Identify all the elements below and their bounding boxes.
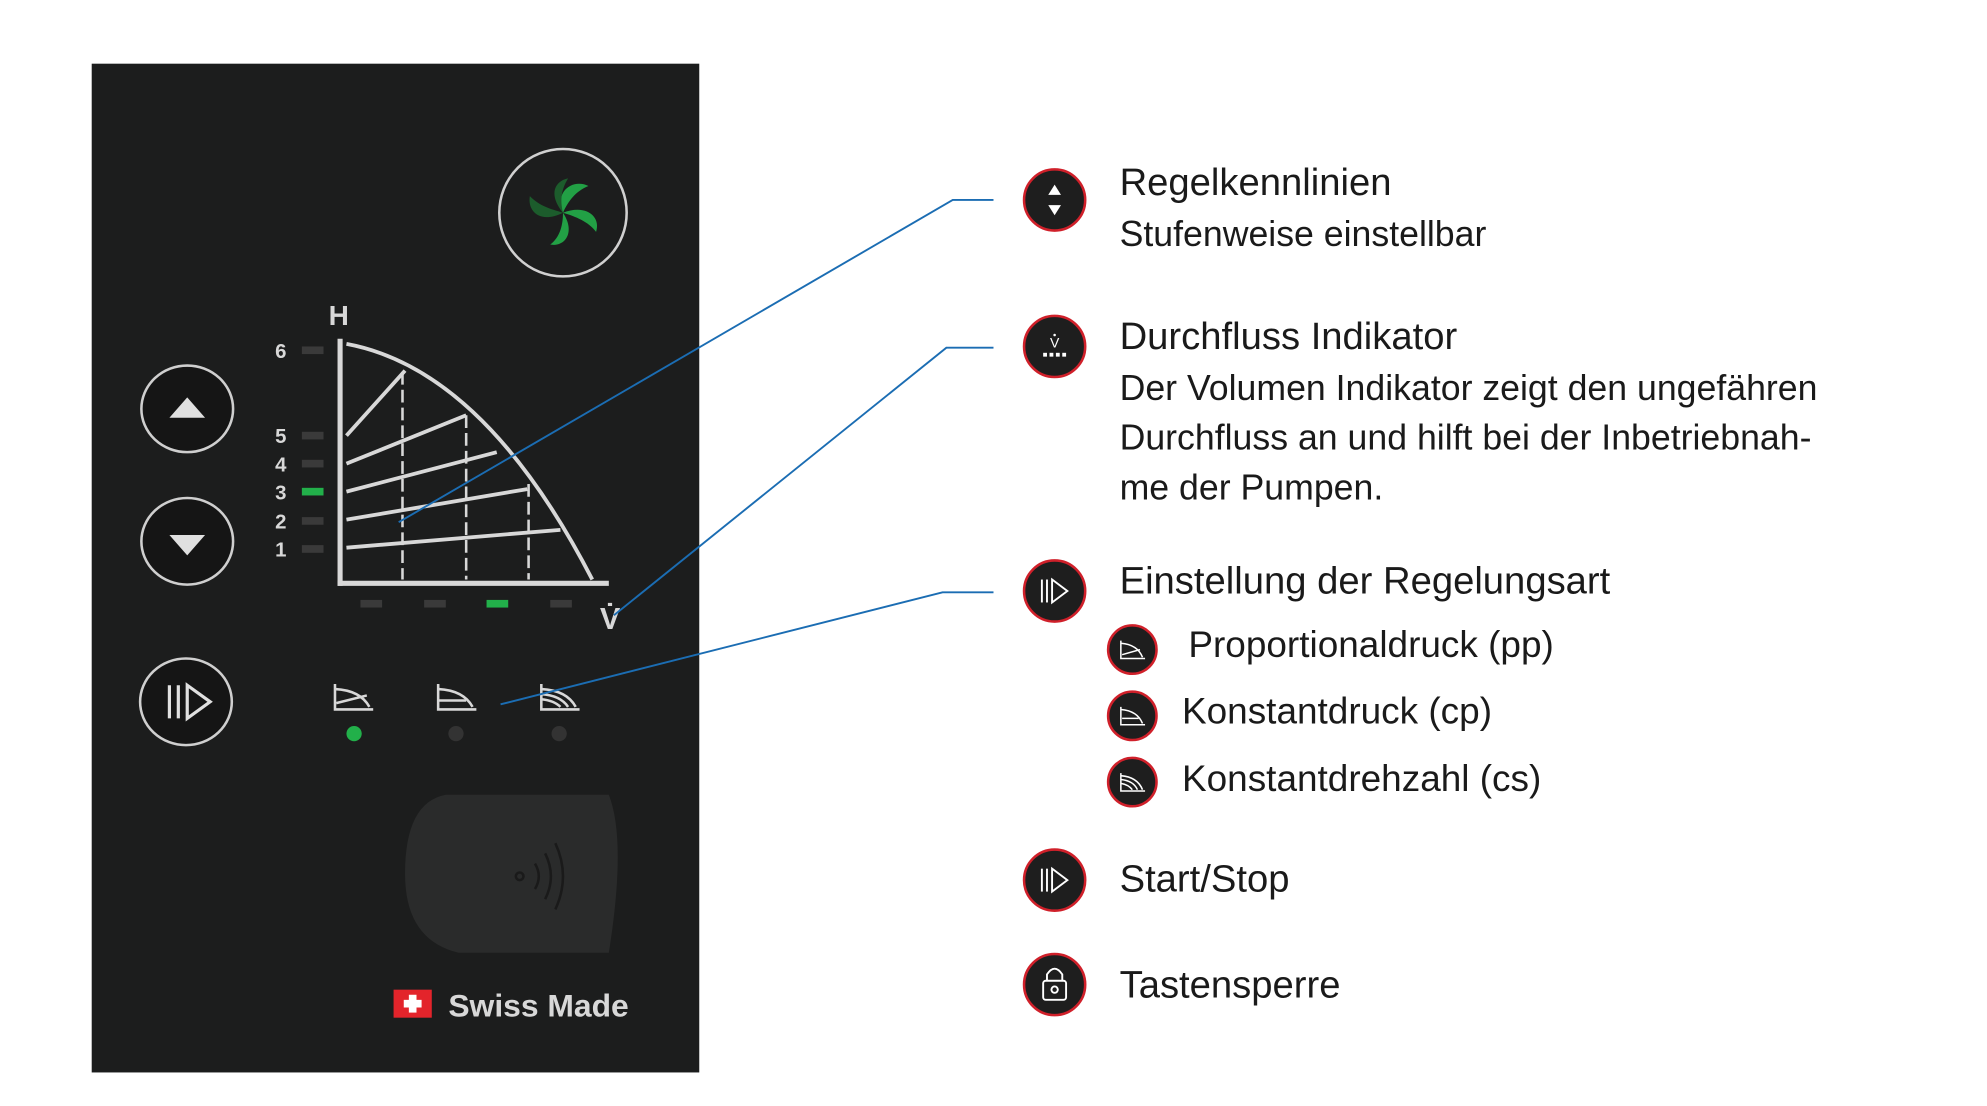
pump-curve-chart: H 6 5 4 3 2 1 V̇ xyxy=(275,300,621,636)
legend-icon-cp xyxy=(1106,690,1158,742)
level-label: 3 xyxy=(275,482,286,504)
legend-icon-mode xyxy=(1022,559,1087,623)
legend-icon-cs xyxy=(1106,756,1158,808)
play-pause-icon xyxy=(167,682,213,722)
legend-icon-flow: V xyxy=(1022,314,1087,379)
durchfluss-title: Durchfluss Indikator xyxy=(1119,315,1458,358)
constant-pressure-icon xyxy=(436,683,477,711)
level-led xyxy=(301,346,324,355)
legend-icon-pp xyxy=(1106,624,1158,676)
proportional-pressure-icon xyxy=(333,683,374,711)
callout-lines xyxy=(398,199,994,706)
flow-led xyxy=(486,599,509,608)
durchfluss-desc-line-1: Der Volumen Indikator zeigt den ungefähr… xyxy=(1119,368,1818,408)
swiss-flag-icon xyxy=(393,989,432,1018)
option-pp: Proportionaldruck (pp) xyxy=(1188,625,1554,667)
level-led xyxy=(301,487,324,496)
level-label: 2 xyxy=(275,512,286,534)
level-led xyxy=(301,431,324,440)
axis-v-label: V̇ xyxy=(600,601,621,636)
flow-led xyxy=(360,599,383,608)
level-label: 4 xyxy=(275,454,287,476)
mode-led-pp xyxy=(346,726,362,742)
startstop-title: Start/Stop xyxy=(1119,858,1290,901)
level-led xyxy=(301,459,324,468)
up-button[interactable] xyxy=(140,364,235,454)
level-label: 5 xyxy=(275,426,286,448)
level-led xyxy=(301,545,324,553)
arrow-down-icon xyxy=(169,534,206,556)
regelungsart-title: Einstellung der Regelungsart xyxy=(1119,560,1611,603)
legend-icon-lock xyxy=(1022,952,1087,1017)
option-cp: Konstantdruck (cp) xyxy=(1181,691,1493,733)
constant-speed-icon xyxy=(540,683,580,711)
mode-led-cs xyxy=(551,726,567,742)
durchfluss-desc-line-2: Durchfluss an und hilft bei der Inbetrie… xyxy=(1119,417,1812,458)
mode-button[interactable] xyxy=(138,657,234,747)
level-label: 6 xyxy=(275,341,286,363)
option-cs: Konstantdrehzahl (cs) xyxy=(1181,759,1542,800)
legend-icon-updown xyxy=(1022,168,1087,232)
down-button[interactable] xyxy=(140,496,235,586)
flow-led xyxy=(550,599,572,608)
flow-led xyxy=(424,599,446,608)
level-label: 1 xyxy=(275,540,286,562)
legend-icon-startstop xyxy=(1022,848,1087,912)
key-fob-lock[interactable] xyxy=(405,794,618,953)
mode-led-cp xyxy=(448,726,464,742)
level-led xyxy=(301,517,324,525)
nfc-icon xyxy=(514,842,565,910)
regelkennlinien-title: Regelkennlinien xyxy=(1119,161,1392,204)
axis-h-label: H xyxy=(329,300,349,331)
durchfluss-desc-line-3: me der Pumpen. xyxy=(1119,467,1384,507)
regelkennlinien-desc: Stufenweise einstellbar xyxy=(1119,213,1487,254)
tastensperre-title: Tastensperre xyxy=(1119,964,1341,1007)
swiss-made-label: Swiss Made xyxy=(448,987,628,1023)
arrow-up-icon xyxy=(169,397,206,418)
svg-text:V: V xyxy=(1050,335,1060,351)
fan-icon xyxy=(498,147,628,278)
